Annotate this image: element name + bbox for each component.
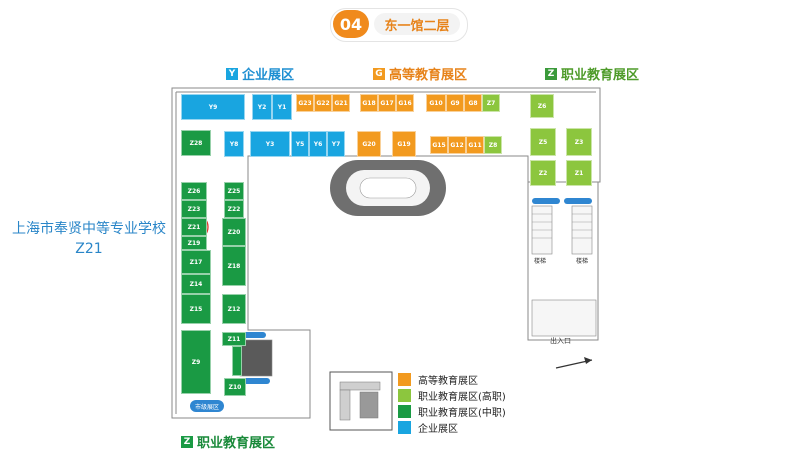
booth-z11[interactable]: Z11 [222,332,246,346]
booth-z21[interactable]: Z21 [181,218,207,236]
booth-g22[interactable]: G22 [314,94,332,112]
legend-vocational-mid: 职业教育展区(中职) [398,404,506,419]
legend-swatch [398,373,411,386]
north-arrow-icon [555,357,593,369]
booth-g9[interactable]: G9 [446,94,464,112]
booth-g12[interactable]: G12 [448,136,466,154]
booth-z19[interactable]: Z19 [181,236,207,250]
booth-y9[interactable]: Y9 [181,94,245,120]
booth-z6[interactable]: Z6 [530,94,554,118]
callout-school: 上海市奉贤中等专业学校 [12,221,166,237]
booth-g16[interactable]: G16 [396,94,414,112]
booth-g21[interactable]: G21 [332,94,350,112]
booth-g8[interactable]: G8 [464,94,482,112]
booth-z1[interactable]: Z1 [566,160,592,186]
callout-text: 上海市奉贤中等专业学校 Z21 [6,219,172,259]
booth-z12[interactable]: Z12 [222,294,246,324]
booth-g17[interactable]: G17 [378,94,396,112]
entrance-label: 出入口 [550,337,571,345]
legend-label: 企业展区 [418,424,458,435]
booth-g18[interactable]: G18 [360,94,378,112]
zone-tag-z: Z [181,435,193,448]
booth-z18[interactable]: Z18 [222,246,246,286]
booth-y6[interactable]: Y6 [309,131,327,157]
booth-g10[interactable]: G10 [426,94,446,112]
booth-y7[interactable]: Y7 [327,131,345,157]
booth-z10[interactable]: Z10 [224,378,246,396]
booth-g15[interactable]: G15 [430,136,448,154]
booth-y8[interactable]: Y8 [224,131,244,157]
zone-label: 职业教育展区 [197,436,276,451]
booth-z2[interactable]: Z2 [530,160,556,186]
booth-z14[interactable]: Z14 [181,274,211,294]
atrium-racetrack [330,160,446,216]
booth-z8[interactable]: Z8 [484,136,502,154]
booth-y3[interactable]: Y3 [250,131,290,157]
legend-higher: 高等教育展区 [398,372,478,387]
booth-z23[interactable]: Z23 [181,200,207,218]
stairs-label-left: 楼梯 [534,258,547,265]
booth-z25[interactable]: Z25 [224,182,244,200]
stairs-label-right: 楼梯 [576,258,589,265]
zone-tag-z: Z [545,67,557,80]
legend-swatch [398,421,411,434]
zone-tag-y: Y [226,67,238,80]
booth-z22[interactable]: Z22 [224,200,244,218]
zone-label: 企业展区 [242,68,295,83]
section-number: 04 [333,10,369,38]
legend-label: 职业教育展区(高职) [418,392,506,403]
legend-vocational-high: 职业教育展区(高职) [398,388,506,403]
zone-label: 高等教育展区 [389,68,468,83]
booth-z28[interactable]: Z28 [181,130,211,156]
zone-tag-g: G [373,67,385,80]
zone-title-vocational: Z 职业教育展区 [545,64,639,83]
legend-label: 职业教育展区(中职) [418,408,506,419]
zone-label: 职业教育展区 [561,68,640,83]
booth-z17[interactable]: Z17 [181,250,211,274]
booth-z3[interactable]: Z3 [566,128,592,156]
booth-g11[interactable]: G11 [466,136,484,154]
booth-z20[interactable]: Z20 [222,218,246,246]
booth-z26[interactable]: Z26 [181,182,207,200]
city-zone-badge: 市级展区 [190,400,225,412]
booth-g20[interactable]: G20 [357,131,381,157]
booth-z5[interactable]: Z5 [530,128,556,156]
booth-y2[interactable]: Y2 [252,94,272,120]
zone-title-vocational-bottom: Z 职业教育展区 [181,432,275,451]
booth-z-small[interactable] [232,346,242,376]
booth-g19[interactable]: G19 [392,131,416,157]
floor-title: 东一馆二层 [374,13,460,35]
booth-g23[interactable]: G23 [296,94,314,112]
zone-title-higher: G 高等教育展区 [373,64,467,83]
header-pill [330,8,468,42]
legend-label: 高等教育展区 [418,376,478,387]
booth-y1[interactable]: Y1 [272,94,292,120]
booth-z7[interactable]: Z7 [482,94,500,112]
booth-z15[interactable]: Z15 [181,294,211,324]
legend-swatch [398,389,411,402]
legend-swatch [398,405,411,418]
callout-booth: Z21 [75,241,103,257]
legend-enterprise: 企业展区 [398,420,458,435]
booth-z9[interactable]: Z9 [181,330,211,394]
zone-title-enterprise: Y 企业展区 [226,64,294,83]
booth-y5[interactable]: Y5 [291,131,309,157]
